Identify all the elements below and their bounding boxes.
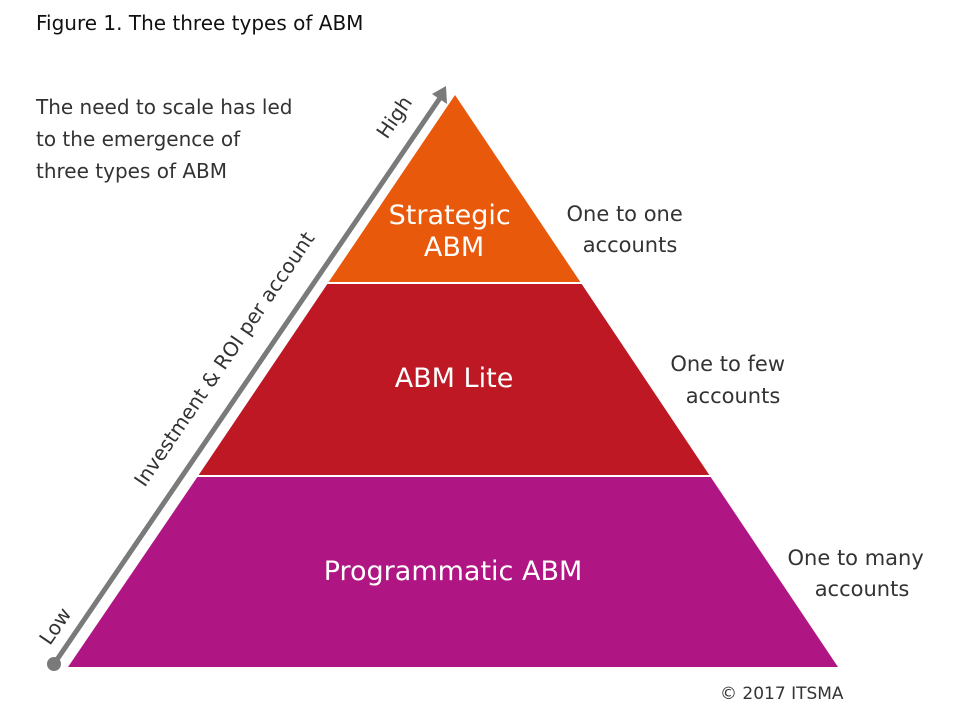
copyright-notice: © 2017 ITSMA [720, 684, 844, 704]
tier-strategic-name-line: ABM [424, 232, 484, 263]
figure-title: Figure 1. The three types of ABM [36, 11, 364, 35]
tier-strategic-description: One to one accounts [567, 202, 690, 257]
tier-lite-description-line: One to few [670, 352, 785, 376]
tier-strategic-description-line: accounts [583, 233, 678, 257]
tier-programmatic-description-line: One to many [788, 546, 924, 570]
tier-lite-description-line: accounts [686, 384, 781, 408]
axis-high-label: High [371, 91, 417, 142]
tier-strategic-name: Strategic ABM [389, 200, 520, 263]
tier-programmatic-description-line: accounts [815, 577, 910, 601]
tier-programmatic-shape [68, 476, 838, 667]
tier-strategic-description-line: One to one [567, 202, 683, 226]
tier-strategic-shape [328, 95, 581, 283]
tier-programmatic-description: One to many accounts [788, 546, 931, 601]
intro-line: three types of ABM [36, 159, 228, 183]
tier-lite-name: ABM Lite [395, 363, 514, 394]
intro-text: The need to scale has led to the emergen… [36, 91, 336, 187]
tier-lite-description: One to few accounts [670, 352, 791, 408]
intro-line: to the emergence of [36, 127, 241, 151]
tier-lite-shape [198, 283, 710, 476]
tier-strategic-name-line: Strategic [389, 200, 511, 231]
axis-line [51, 96, 443, 666]
axis-arrowhead [432, 86, 447, 104]
tier-programmatic-name: Programmatic ABM [324, 556, 583, 587]
intro-line: The need to scale has led [36, 95, 293, 119]
axis-origin-dot [47, 657, 61, 671]
